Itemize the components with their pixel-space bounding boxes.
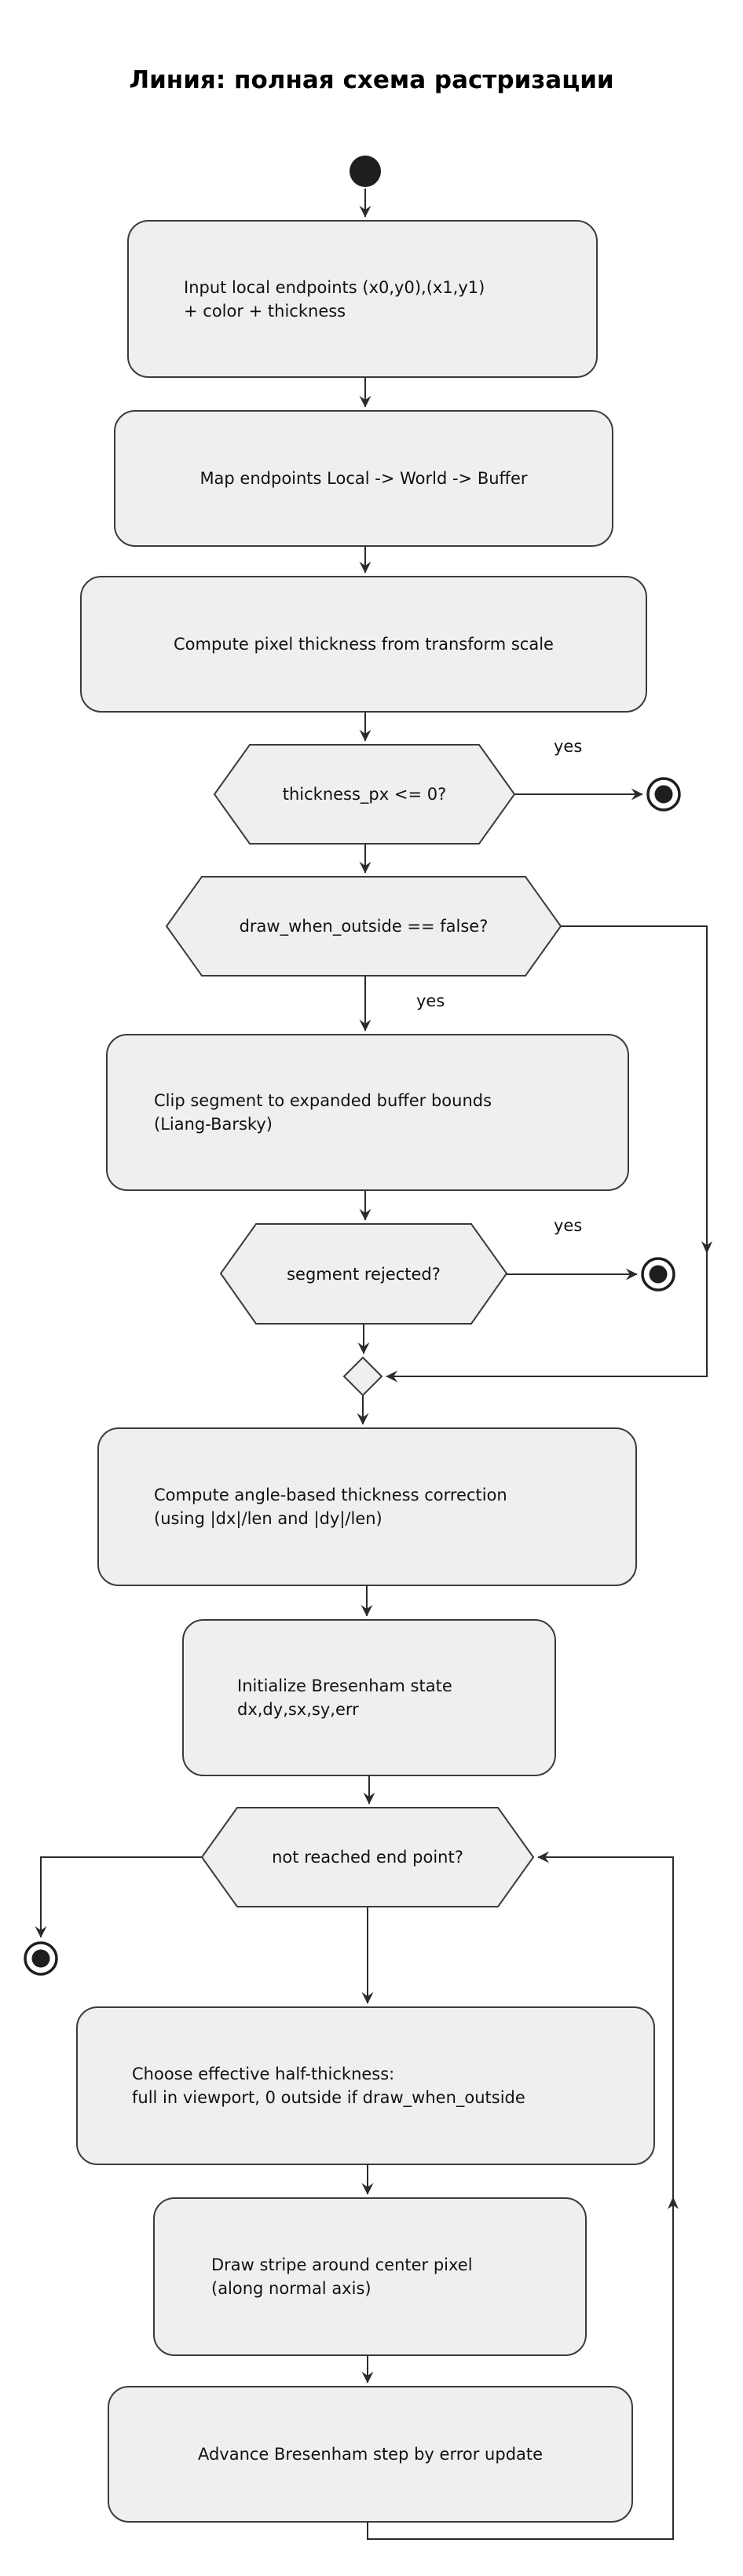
final-node-2 [641,1257,675,1292]
page-title: Линия: полная схема растризации [129,66,614,94]
final-node-1 [646,777,681,812]
edge-loop-decision-to-end3 [35,1856,202,1938]
merge-diamond [342,1356,383,1397]
mid-rail-arrow-up [668,2197,679,2209]
mid-rail-arrow-down [701,1241,712,1254]
final-node-3 [24,1941,58,1976]
decision-loop-condition-shape [200,1807,535,1907]
start-node [350,156,381,187]
edge-decision2-false-to-merge [386,925,708,1383]
activity-map-endpoints-shape [114,410,613,547]
decision-segment-rejected-shape [219,1223,508,1325]
activity-advance-bresenham-shape [108,2386,633,2523]
activity-draw-stripe-shape [153,2197,587,2356]
activity-choose-half-thickness-shape [76,2006,655,2165]
decision-thickness-px-shape [213,744,516,845]
activity-angle-correction-shape [97,1427,637,1586]
edge-advance-loop-back [367,1851,674,2540]
edges [35,189,712,2540]
activity-compute-pixel-thickness-shape [80,576,647,713]
activity-clip-segment-shape [106,1034,629,1191]
activity-init-bresenham-shape [182,1619,556,1776]
activity-input-endpoints-shape [127,220,598,378]
decision-draw-when-outside-shape [165,876,562,977]
